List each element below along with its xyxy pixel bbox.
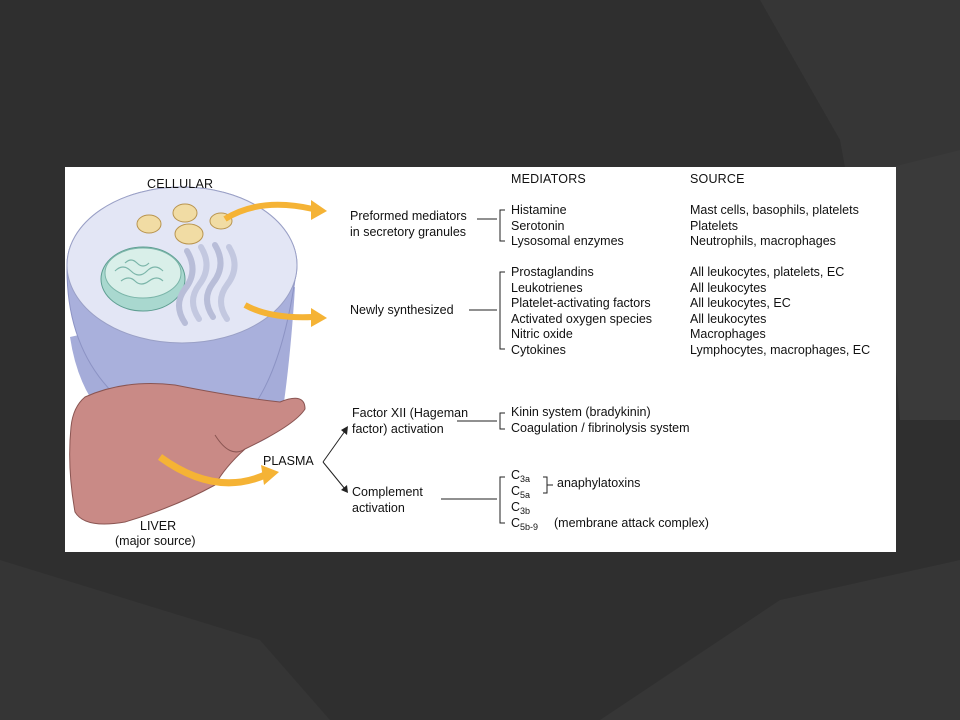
anaphylatoxins-label: anaphylatoxins bbox=[557, 476, 641, 490]
mediator-item: Cytokines bbox=[511, 342, 566, 357]
c5b9-label: C5b-9 bbox=[511, 516, 539, 532]
source-item: Mast cells, basophils, platelets bbox=[690, 203, 859, 217]
mediator-item: Histamine bbox=[511, 203, 567, 217]
c3a-label: C3a bbox=[511, 468, 531, 484]
newly-synthesized-label: Newly synthesized bbox=[350, 303, 454, 317]
liver-illustration bbox=[69, 383, 306, 525]
source-item: Platelets bbox=[690, 218, 738, 233]
newly-sources-list: All leukocytes, platelets, EC All leukoc… bbox=[690, 265, 870, 359]
c5a-label: C5a bbox=[511, 484, 531, 500]
complement-label-line1: Complement bbox=[352, 485, 423, 499]
factor-xii-label-line1: Factor XII (Hageman bbox=[352, 406, 469, 420]
diagram-artwork bbox=[66, 186, 553, 525]
mediator-item: Prostaglandins bbox=[511, 265, 594, 279]
diagram-panel: CELLULAR MEDIATORS SOURCE Preformed medi… bbox=[65, 167, 896, 552]
liver-sublabel: (major source) bbox=[115, 534, 196, 548]
mediator-item: Platelet-activating factors bbox=[511, 296, 651, 311]
source-item: All leukocytes, platelets, EC bbox=[690, 265, 845, 279]
source-item: Lymphocytes, macrophages, EC bbox=[690, 342, 871, 357]
complement-label-line2: activation bbox=[352, 501, 405, 515]
mediator-item: Leukotrienes bbox=[511, 280, 583, 295]
source-heading: SOURCE bbox=[690, 172, 745, 186]
preformed-label-line1: Preformed mediators bbox=[350, 209, 467, 223]
source-item: Neutrophils, macrophages bbox=[690, 234, 836, 249]
mediator-item: Nitric oxide bbox=[511, 327, 573, 342]
mediator-item: Lysosomal enzymes bbox=[511, 234, 624, 249]
source-item: Macrophages bbox=[690, 327, 766, 342]
newly-mediators-list: Prostaglandins Leukotrienes Platelet-act… bbox=[511, 265, 652, 359]
plasma-label: PLASMA bbox=[263, 454, 314, 468]
factor-xii-mediators-list: Kinin system (bradykinin) Coagulation / … bbox=[511, 405, 690, 436]
mediators-heading: MEDIATORS bbox=[511, 172, 586, 186]
mediator-item: Activated oxygen species bbox=[511, 311, 653, 326]
mediator-item: Kinin system (bradykinin) bbox=[511, 405, 651, 419]
source-item: All leukocytes bbox=[690, 311, 767, 326]
mediator-item: Coagulation / fibrinolysis system bbox=[511, 420, 690, 435]
cellular-heading: CELLULAR bbox=[147, 177, 214, 191]
preformed-sources-list: Mast cells, basophils, platelets Platele… bbox=[690, 203, 859, 250]
preformed-mediators-list: Histamine Serotonin Lysosomal enzymes bbox=[511, 203, 624, 250]
c3b-label: C3b bbox=[511, 500, 531, 516]
source-item: All leukocytes, EC bbox=[690, 296, 791, 311]
factor-xii-label-line2: factor) activation bbox=[352, 422, 444, 436]
liver-label: LIVER bbox=[140, 519, 177, 533]
preformed-label-line2: in secretory granules bbox=[350, 225, 467, 239]
mediator-item: Serotonin bbox=[511, 218, 565, 233]
membrane-attack-complex-label: (membrane attack complex) bbox=[554, 516, 709, 530]
source-item: All leukocytes bbox=[690, 280, 767, 295]
